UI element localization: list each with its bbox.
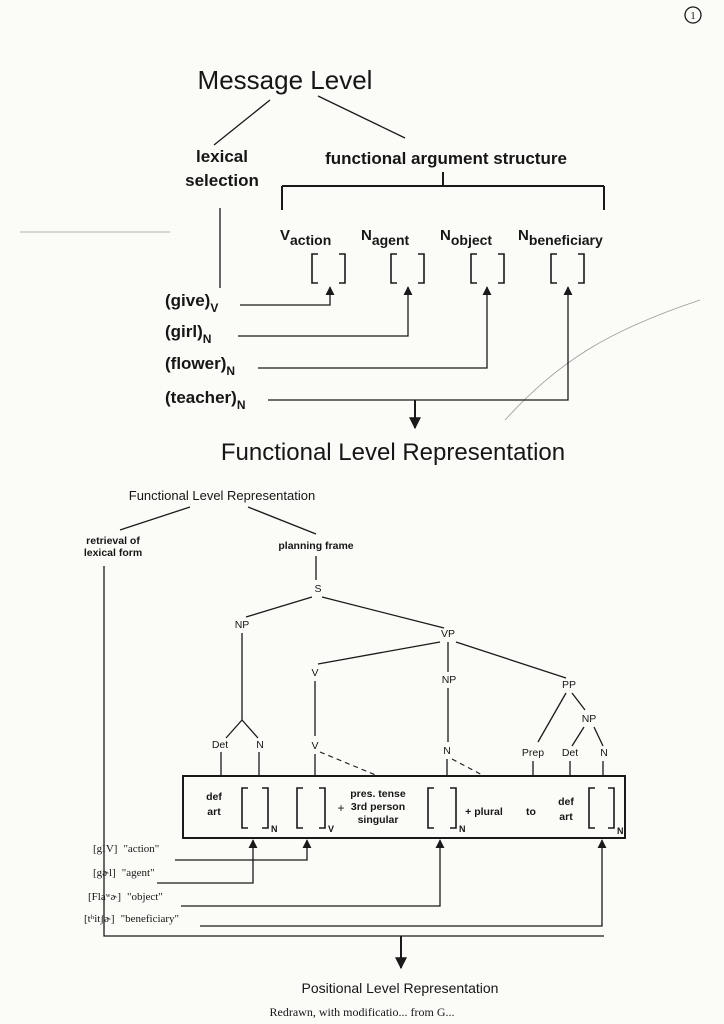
arrow-form-give <box>175 839 312 861</box>
arrow-form-girl <box>157 839 258 884</box>
plural-link <box>451 758 485 777</box>
arrow-form-flower <box>181 839 445 907</box>
frame-person: 3rd person <box>351 801 405 813</box>
frame-sub-v: V <box>328 824 334 834</box>
functional-argument-label: functional argument structure <box>325 149 567 168</box>
frame-sub-n: N <box>271 824 278 834</box>
tree-node-det-pp: Det <box>562 747 578 759</box>
frame-sub-n: N <box>459 824 466 834</box>
planning-frame-box <box>182 775 626 839</box>
arrow-form-teacher <box>200 839 607 927</box>
tree-node-n-pp: N <box>600 747 608 759</box>
lexical-item-flower: (flower)N <box>165 354 235 378</box>
slot-v-action: Vaction <box>280 227 331 248</box>
form-girl: [gɚl]"agent" <box>93 867 155 879</box>
tree-edge <box>571 692 586 711</box>
slot-bracket-action <box>311 253 346 284</box>
retrieval-label: retrieval of <box>86 535 140 547</box>
lexical-form-label: lexical form <box>84 547 142 559</box>
frame-slot-beneficiary <box>588 787 615 829</box>
selection-label: selection <box>185 171 259 190</box>
branch-to-planning <box>247 506 317 535</box>
form-teacher: [tʰitʃɚ]"beneficiary" <box>84 913 179 925</box>
functional-level-title-large: Functional Level Representation <box>221 439 565 466</box>
tree-edge <box>537 692 567 743</box>
frame-tense: pres. tense <box>350 788 406 800</box>
slot-bracket-beneficiary <box>550 253 585 284</box>
tree-edge <box>317 641 441 665</box>
tree-node-vp: VP <box>441 628 455 640</box>
tree-node-v-lexical: V <box>311 740 318 752</box>
lexical-item-teacher: (teacher)N <box>165 388 245 412</box>
page-number: 1 <box>690 10 696 22</box>
tree-edge <box>455 641 567 679</box>
tree-node-n-object: N <box>443 745 451 757</box>
page-number-circle <box>684 6 702 24</box>
frame-def: def <box>558 796 574 808</box>
arrow-flower-to-object <box>258 286 492 369</box>
tree-node-s: S <box>314 583 321 595</box>
inflection-link <box>319 751 379 777</box>
tree-node-pp: PP <box>562 679 576 691</box>
argument-structure-bracket <box>281 172 605 210</box>
planning-frame-label: planning frame <box>278 540 353 552</box>
tree-edge <box>321 596 445 629</box>
lexical-label: lexical <box>196 147 248 166</box>
tree-node-prep: Prep <box>522 747 544 759</box>
frame-slot-action <box>296 787 326 829</box>
tree-node-np-object: NP <box>442 674 457 686</box>
form-flower: [Flaʷɚ]"object" <box>88 891 163 903</box>
positional-level-title: Positional Level Representation <box>302 980 499 996</box>
frame-to: to <box>526 806 536 818</box>
tree-node-n-subject: N <box>256 739 264 751</box>
lexical-item-girl: (girl)N <box>165 322 211 346</box>
arrow-girl-to-agent <box>238 286 413 337</box>
form-give: [gIV]"action" <box>93 843 159 855</box>
tree-node-np-pp: NP <box>582 713 597 725</box>
frame-art: art <box>559 811 573 823</box>
functional-level-title-small: Functional Level Representation <box>129 488 315 503</box>
figure-caption: Redrawn, with modificatio... from G... <box>270 1005 455 1019</box>
frame-number: singular <box>358 814 399 826</box>
tree-node-det: Det <box>212 739 228 751</box>
frame-plus: + <box>337 801 344 815</box>
message-level-title: Message Level <box>198 65 373 95</box>
tree-edge <box>245 596 313 618</box>
frame-art: art <box>207 806 221 818</box>
slot-n-agent: Nagent <box>361 227 410 248</box>
tree-edge <box>225 719 259 739</box>
retrieval-collector <box>103 842 604 937</box>
slot-bracket-object <box>470 253 505 284</box>
slot-bracket-agent <box>390 253 425 284</box>
tree-node-v: V <box>311 667 318 679</box>
frame-sub-n: N <box>617 826 624 836</box>
scan-mark <box>504 299 701 421</box>
branch-to-retrieval <box>119 506 191 531</box>
lexical-item-give: (give)V <box>165 291 218 315</box>
branch-to-functional <box>317 95 406 139</box>
frame-slot-object <box>427 787 457 829</box>
branch-to-lexical <box>213 99 271 146</box>
slot-n-beneficiary: Nbeneficiary <box>518 227 603 248</box>
arrow-teacher-to-beneficiary <box>268 286 573 401</box>
slot-n-object: Nobject <box>440 227 492 248</box>
frame-slot-agent <box>241 787 269 829</box>
tree-edge <box>571 726 604 747</box>
frame-plural: + plural <box>465 806 503 818</box>
tree-node-np-subject: NP <box>235 619 250 631</box>
arrow-give-to-action <box>240 286 335 306</box>
frame-def: def <box>206 791 222 803</box>
